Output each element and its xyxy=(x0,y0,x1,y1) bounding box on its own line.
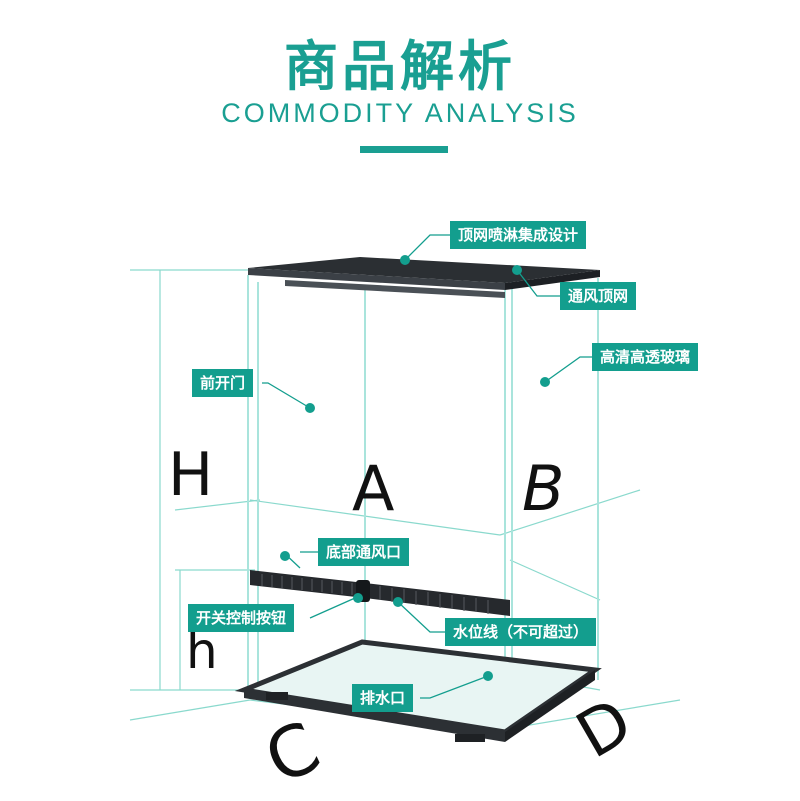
label-hd-glass: 高清高透玻璃 xyxy=(592,343,699,371)
label-top-spray: 顶网喷淋集成设计 xyxy=(450,221,587,249)
label-switch-knob: 开关控制按钮 xyxy=(188,604,295,632)
dimension-A: A xyxy=(352,452,395,525)
page-title: 商品解析 xyxy=(284,35,516,98)
base-tray xyxy=(234,639,602,742)
label-front-door: 前开门 xyxy=(192,369,254,397)
label-top-vent: 通风顶网 xyxy=(560,282,637,310)
page-subtitle: COMMODITY ANALYSIS xyxy=(221,98,579,128)
leader-lines xyxy=(262,234,592,699)
leader-dots xyxy=(280,255,550,681)
label-water-line: 水位线（不可超过） xyxy=(445,618,597,646)
label-drain: 排水口 xyxy=(352,684,414,712)
dimension-B: B xyxy=(522,452,565,525)
dimension-H: H xyxy=(168,440,214,510)
title-underline xyxy=(360,146,448,153)
dimension-guides xyxy=(129,269,681,731)
label-bottom-vent: 底部通风口 xyxy=(318,538,410,566)
top-lid xyxy=(248,257,600,298)
bottom-vent-strip xyxy=(250,570,510,616)
